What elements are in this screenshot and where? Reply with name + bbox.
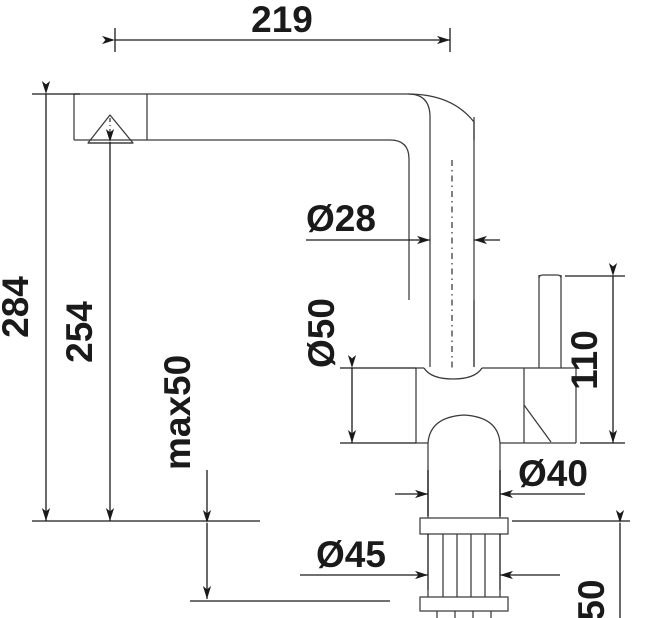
dim-label-40: Ø40 xyxy=(518,453,588,494)
dim-label-45: Ø45 xyxy=(316,534,386,575)
dimension-base-diameter xyxy=(395,470,585,516)
spout-inner-contour xyxy=(74,139,410,300)
centre-lines xyxy=(109,118,453,370)
dimension-max-deck-thickness xyxy=(190,470,390,602)
dimension-shank-length xyxy=(512,510,630,618)
dimension-total-height xyxy=(32,81,260,522)
dim-label-110: 110 xyxy=(564,330,605,390)
dim-label-28: Ø28 xyxy=(306,198,376,239)
dimension-body-height xyxy=(340,355,416,444)
handle-stem-top xyxy=(538,274,562,279)
spout-outer-contour xyxy=(74,93,431,300)
dimension-handle-height xyxy=(565,263,625,444)
dimension-shank-diameter xyxy=(300,534,560,590)
mounting-washer-top xyxy=(419,517,509,535)
dim-label-254: 254 xyxy=(59,301,100,363)
handle-socket-bevel xyxy=(523,404,552,443)
dim-label-284: 284 xyxy=(0,276,36,338)
dim-label-max50: max50 xyxy=(157,355,198,470)
body-bottom-dome xyxy=(427,414,501,444)
dim-label-50: Ø50 xyxy=(301,298,342,368)
body-top-notch xyxy=(423,367,483,380)
riser-outer-corner xyxy=(407,93,475,140)
dim-label-219: 219 xyxy=(251,0,313,40)
mounting-nut xyxy=(419,596,509,612)
dimension-spout-reach xyxy=(102,28,451,52)
dim-label-50-right: 50 xyxy=(571,579,612,618)
